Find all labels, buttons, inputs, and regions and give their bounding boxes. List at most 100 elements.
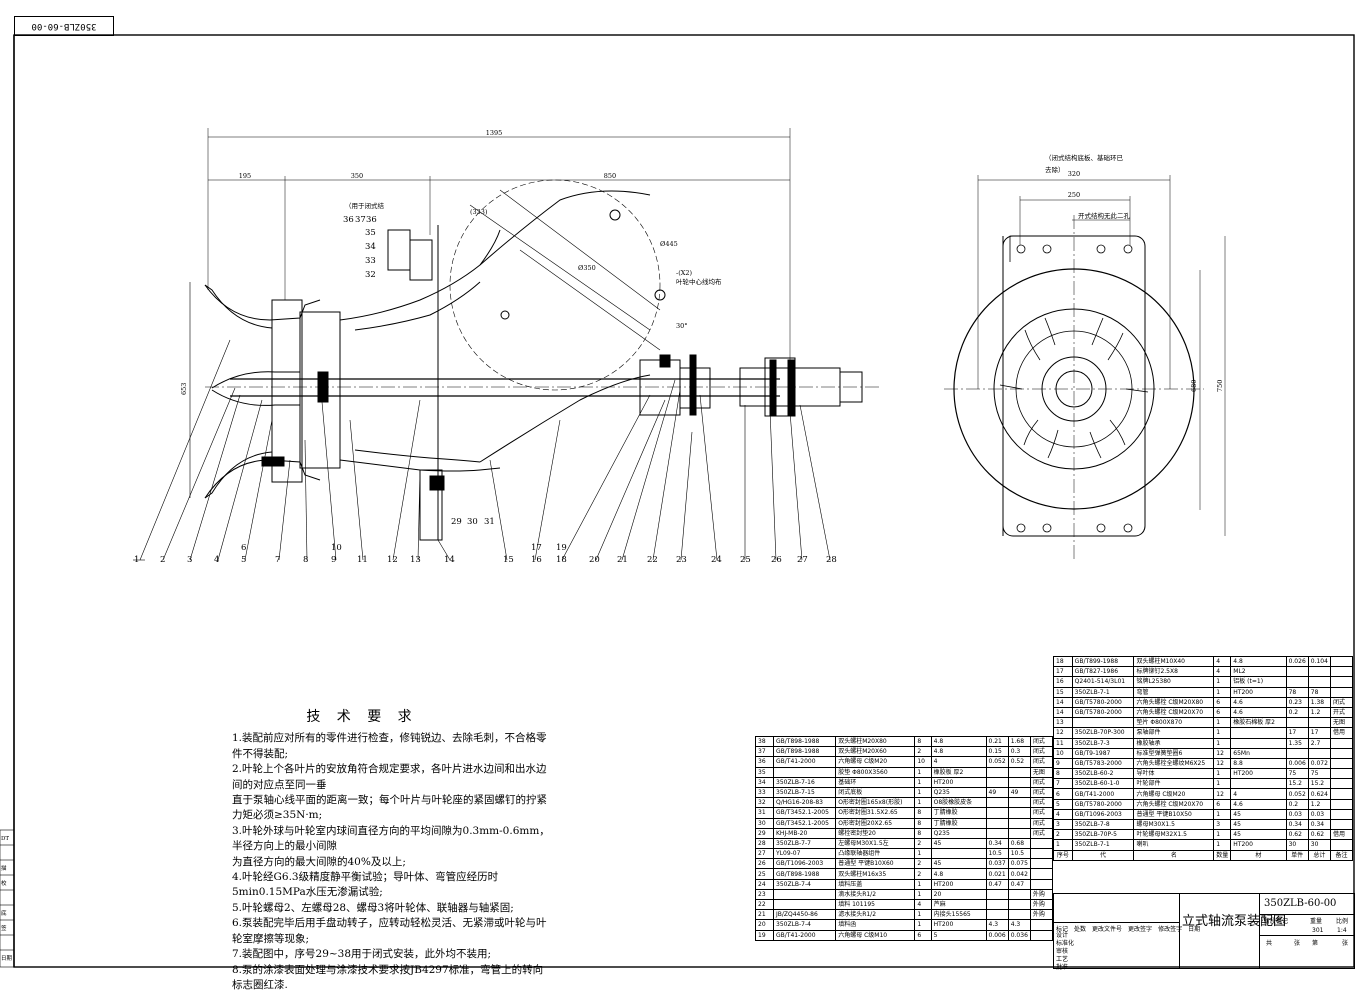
- plan-dim-680: 680: [1190, 380, 1198, 392]
- bom-cell: 5: [1054, 799, 1073, 809]
- bom-cell: 20: [756, 920, 774, 930]
- dim-333: (333): [470, 208, 488, 216]
- bom-cell: 12: [1214, 758, 1231, 768]
- bom-cell: [1231, 738, 1286, 748]
- leader-18: 18: [556, 555, 567, 565]
- bom-cell: 闭式: [1030, 757, 1052, 767]
- bom-cell: 350ZLB-7-4: [774, 920, 836, 930]
- bom-cell: 0.072: [1308, 758, 1330, 768]
- bom-cell: Q235: [931, 787, 986, 797]
- bom-cell: JB/ZQ4450-86: [774, 910, 836, 920]
- bom-cell: [1330, 820, 1352, 830]
- leader-9: 9: [331, 555, 336, 565]
- bom-cell: 4.8: [1231, 657, 1286, 667]
- bom-cell: 弯管: [1134, 687, 1214, 697]
- bom-cell: [1308, 748, 1330, 758]
- bom-cell: 1: [915, 889, 931, 899]
- bom-cell: 1: [1214, 728, 1231, 738]
- leader-20: 20: [589, 555, 600, 565]
- bom-cell: 叶轮螺母M32X1.5: [1134, 830, 1214, 840]
- leader-10: 10: [331, 543, 342, 553]
- bom-cell: 0.052: [986, 757, 1008, 767]
- bom-cell: 350ZLB-60-2: [1072, 769, 1134, 779]
- bom-cell: HT200: [1231, 769, 1286, 779]
- bom-cell: [986, 808, 1008, 818]
- leaders-bottom: 1 2 3 4 6 5 7 8 10 9 11 12 13 14 15 17 1…: [134, 543, 837, 565]
- bom-cell: 0.23: [1286, 697, 1308, 707]
- bom-cell: 铭牌L25380: [1134, 677, 1214, 687]
- bom-cell: 4: [915, 900, 931, 910]
- stage-label: 阶段标记: [1264, 916, 1288, 925]
- bom-cell: 8: [915, 808, 931, 818]
- bom-header-cell: 名: [1134, 850, 1214, 860]
- bom-cell: GB/T5783-2000: [1072, 758, 1134, 768]
- edge-label-4: 签: [1, 924, 7, 932]
- plan-note2: 去除）: [1045, 165, 1065, 174]
- bom-cell: 0.052: [1286, 789, 1308, 799]
- leader-31: 31: [484, 517, 495, 527]
- bom-cell: 1: [915, 777, 931, 787]
- bom-cell: GB/T9-1987: [1072, 748, 1134, 758]
- bom-cell: 12: [1054, 728, 1073, 738]
- technical-requirements: 技 术 要 求 1.装配前应对所有的零件进行检查，修钝锐边、去除毛刺，不合格零件…: [232, 710, 552, 993]
- bom-cell: 0.52: [1008, 757, 1030, 767]
- bom-cell: 0.021: [986, 869, 1008, 879]
- bom-cell: 3: [1214, 820, 1231, 830]
- bom-cell: HT200: [931, 777, 986, 787]
- sheet-no-unit: 张: [1342, 938, 1348, 947]
- bom-cell: [1330, 789, 1352, 799]
- tech-item-3: 3.叶轮外球与叶轮室内球间直径方向的平均间隙为0.3mm-0.6mm，半径方向上…: [232, 824, 552, 855]
- bom-cell: 1: [1214, 809, 1231, 819]
- dim-195: 195: [239, 172, 251, 180]
- bom-cell: 芦麻: [931, 900, 986, 910]
- bom-cell: [1008, 818, 1030, 828]
- bom-cell: 1: [915, 787, 931, 797]
- tech-item-8: 8.泵的涂漆表面处理与涂漆技术要求按JB4297标准，弯管上的转向标志圈红漆.: [232, 963, 552, 993]
- bom-cell: 滴水接头R1/2: [836, 889, 915, 899]
- dim-653: 653: [180, 383, 188, 395]
- bom-cell: 无图: [1330, 718, 1352, 728]
- title-block-row-labels: 标记 处数 更改文件号 更改签字 修改签字 日期: [1056, 924, 1200, 933]
- bom-cell: 0.03: [1308, 809, 1330, 819]
- bom-cell: 8: [915, 737, 931, 747]
- bom-cell: 37: [756, 747, 774, 757]
- leader-23: 23: [676, 555, 687, 565]
- bom-cell: 8: [915, 818, 931, 828]
- bom-cell: 1: [915, 798, 931, 808]
- bom-cell: 铝板 (t=1): [1231, 677, 1286, 687]
- bom-cell: 30: [756, 818, 774, 828]
- bom-cell: 4: [1214, 667, 1231, 677]
- bom-cell: [1286, 667, 1308, 677]
- bom-cell: O8胶橡胶皮条: [931, 798, 986, 808]
- bom-cell: 45: [1231, 830, 1286, 840]
- bom-cell: O形密封圈20X2.65: [836, 818, 915, 828]
- leader-28: 28: [826, 555, 837, 565]
- bom-cell: [986, 798, 1008, 808]
- tech-item-7: 7.装配图中，序号29~38用于闭式安装，此外均不装用;: [232, 947, 552, 962]
- bom-cell: [986, 900, 1008, 910]
- bom-cell: 78: [1286, 687, 1308, 697]
- bom-cell: [1286, 748, 1308, 758]
- bom-cell: 4.3: [1008, 920, 1030, 930]
- bom-cell: 六角头螺栓 C级M20X70: [1134, 799, 1214, 809]
- bom-cell: 1: [1214, 830, 1231, 840]
- leader-24: 24: [711, 555, 722, 565]
- bom-cell: 17: [1308, 728, 1330, 738]
- bom-cell: [1008, 767, 1030, 777]
- leader-36a: 36: [343, 215, 354, 225]
- bom-cell: 基础环: [836, 777, 915, 787]
- bom-cell: 17: [1054, 667, 1073, 677]
- bom-cell: [1308, 677, 1330, 687]
- bom-cell: 左螺母M30X1.5左: [836, 838, 915, 848]
- bom-cell: [1330, 799, 1352, 809]
